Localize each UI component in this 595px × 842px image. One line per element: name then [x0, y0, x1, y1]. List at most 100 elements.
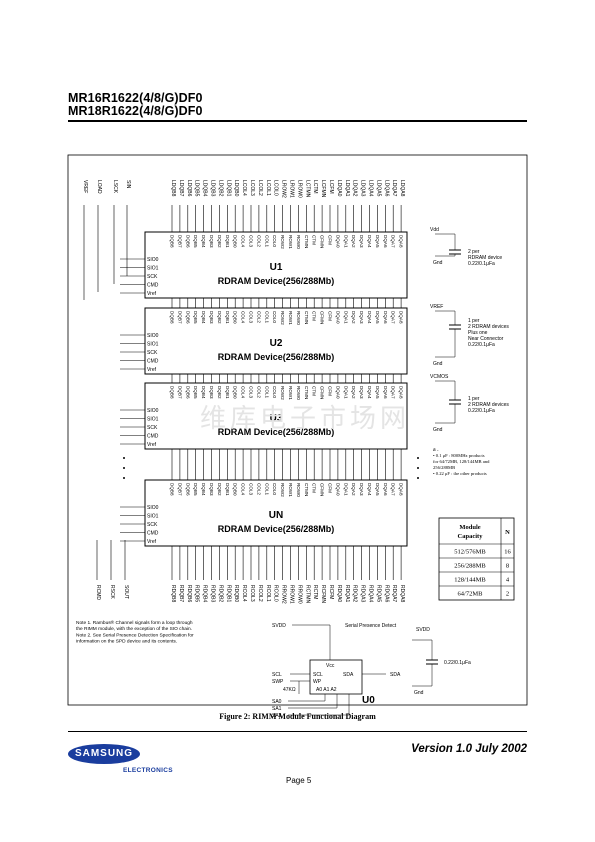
table-cell-capacity: 128/144MB: [454, 577, 486, 584]
bottom-signal-label: RCMD: [95, 585, 101, 600]
side-pin-label: Vref: [147, 291, 157, 297]
bottom-signal-label: RDQB4: [202, 585, 208, 602]
figure-caption: Figure 2: RIMM Module Functional Diagram: [219, 712, 376, 721]
device-pin-label: DQA5: [375, 311, 380, 324]
diagram-note: information on the SPD device and its co…: [76, 639, 177, 645]
bottom-signal-label: RDQB3: [210, 585, 216, 602]
top-signal-label: LDQA0: [336, 180, 342, 197]
vref-note: Plus one: [468, 330, 488, 336]
device-pin-label: COL0: [272, 311, 277, 323]
vdd-note: 2 per: [468, 249, 480, 255]
device-pin-label: ROW0: [296, 235, 301, 249]
device-pin-label: DQB0: [233, 483, 238, 496]
top-signal-label: LDQA7: [391, 180, 397, 197]
vref-note: Near Connector: [468, 336, 504, 342]
device-pin-label: DQB1: [225, 311, 230, 324]
bottom-signal-label: RDQB1: [225, 585, 231, 602]
device-pin-label: DQB4: [201, 311, 206, 324]
vref-note: 0.22/0.1μFa: [468, 342, 495, 348]
capacitor-footnote: • 0.22 μF : the other products: [433, 471, 487, 476]
capacitor-footnote: 256/288MB: [433, 465, 455, 470]
device-pin-label: DQB5: [193, 386, 198, 399]
device-pin-label: DQB4: [201, 386, 206, 399]
bottom-signal-label: RDQA2: [352, 585, 358, 602]
device-pin-label: COL0: [272, 386, 277, 398]
spd-sa-label: SA1: [272, 706, 282, 712]
bottom-signal-label: RDQA5: [375, 585, 381, 602]
device-pin-label: DQB1: [225, 483, 230, 496]
bottom-signal-label: RCOL3: [249, 585, 255, 602]
device-pin-label: COL3: [249, 483, 254, 495]
device-pin-label: DQA5: [375, 235, 380, 248]
device-pin-label: DQB2: [217, 311, 222, 324]
device-pin-label: COL4: [241, 483, 246, 495]
spd-sda-pin: SDA: [343, 672, 354, 678]
top-signal-label: LOAD: [96, 180, 102, 194]
device-pin-label: DQB7: [177, 311, 182, 324]
device-pin-label: DQB2: [217, 483, 222, 496]
capacitor-footnote: a .: [433, 447, 439, 453]
top-signal-label: LCOL2: [257, 180, 263, 196]
bottom-signal-label: RROW2: [281, 585, 287, 604]
device-pin-label: CFM: [328, 235, 333, 245]
device-pin-label: DQA8: [399, 386, 404, 399]
spd-swp-label: SWP: [272, 679, 284, 685]
vcmos-note: 2 RDRAM devices: [468, 402, 509, 408]
device-pin-label: ROW0: [296, 386, 301, 400]
table-header-capacity: Module: [459, 524, 480, 531]
device-pin-label: DQB1: [225, 235, 230, 248]
device-pin-label: DQA2: [351, 483, 356, 496]
device-pin-label: DQA8: [399, 311, 404, 324]
spd-scl-pin: SCL: [313, 672, 323, 678]
table-cell-capacity: 256/288MB: [454, 563, 486, 570]
device-description: RDRAM Device(256/288Mb): [218, 427, 335, 437]
bottom-signal-label: RDQB0: [233, 585, 239, 602]
bottom-signal-label: RCTMN: [304, 585, 310, 603]
device-pin-label: CTMN: [304, 386, 309, 399]
vref-supply-label: VREF: [430, 304, 443, 310]
spd-resistor-label: 47KΩ: [283, 687, 296, 693]
side-pin-label: SCK: [147, 522, 158, 528]
device-pin-label: COL4: [241, 235, 246, 247]
device-pin-label: CFMN: [320, 483, 325, 496]
spd-right-cap-label: 0.22/0.1μFa: [444, 660, 471, 666]
device-pin-label: ROW2: [280, 311, 285, 325]
bottom-signal-label: RDQA8: [399, 585, 405, 602]
samsung-logo: SAMSUNG: [68, 744, 140, 764]
side-pin-label: SCK: [147, 274, 158, 280]
device-pin-label: DQA1: [343, 483, 348, 496]
device-pin-label: DQA6: [383, 386, 388, 399]
device-pin-label: COL1: [264, 386, 269, 398]
device-pin-label: DQB3: [209, 311, 214, 324]
top-signal-label: LDQA3: [360, 180, 366, 197]
device-pin-label: COL2: [256, 386, 261, 398]
table-cell-n: 4: [506, 577, 510, 584]
table-cell-n: 8: [506, 563, 509, 570]
device-pin-label: DQB5: [193, 483, 198, 496]
top-signal-label: LDQB5: [194, 180, 200, 197]
device-pin-label: DQA7: [391, 311, 396, 324]
spd-gnd-label: Gnd: [414, 690, 424, 696]
side-pin-label: Vref: [147, 442, 157, 448]
device-pin-label: COL0: [272, 235, 277, 247]
side-pin-label: SIO0: [147, 333, 159, 339]
device-pin-label: DQA4: [367, 483, 372, 496]
device-pin-label: ROW1: [288, 235, 293, 249]
device-pin-label: DQA3: [359, 386, 364, 399]
table-cell-n: 16: [504, 549, 511, 556]
device-pin-label: CTM: [312, 483, 317, 493]
vcmos-note: 0.22/0.1μFa: [468, 408, 495, 414]
device-pin-label: COL2: [256, 483, 261, 495]
rdram-device-un: [144, 479, 408, 547]
device-pin-label: DQA6: [383, 311, 388, 324]
side-pin-label: SCK: [147, 425, 158, 431]
device-name: U3: [270, 413, 283, 424]
device-pin-label: CFMN: [320, 386, 325, 399]
device-pin-label: DQA0: [335, 483, 340, 496]
rdram-device-u3: [144, 382, 408, 450]
device-pin-label: DQB6: [185, 311, 190, 324]
top-signal-label: LCTM: [312, 180, 318, 194]
continuation-dot: [417, 457, 419, 459]
bottom-signal-label: RDQB6: [186, 585, 192, 602]
device-pin-label: ROW1: [288, 386, 293, 400]
